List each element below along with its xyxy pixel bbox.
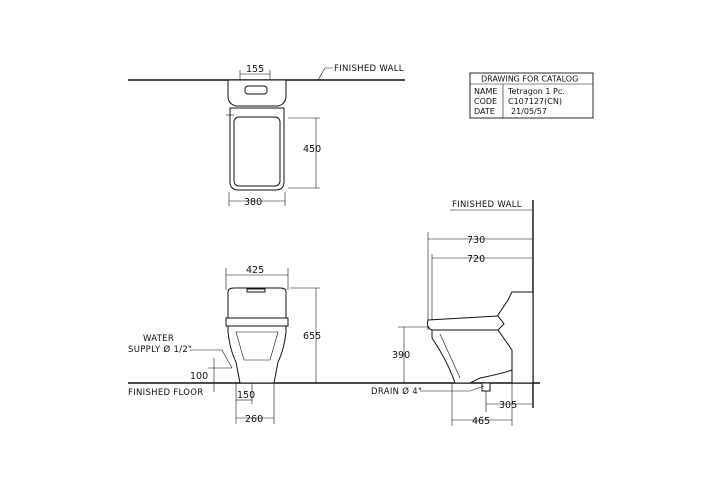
seat-top-outline [233, 116, 281, 187]
water-supply-label-2: SUPPLY Ø 1/2" [128, 344, 192, 355]
title-value-date: 21/05/57 [511, 107, 547, 116]
title-value-name: Tetragon 1 Pc. [507, 87, 565, 96]
dim-720: 720 [467, 254, 485, 265]
dim-155: 155 [246, 64, 264, 75]
dim-655: 655 [303, 331, 321, 342]
leader-finished-wall-top [317, 67, 333, 81]
side-view: FINISHED WALL 730 720 DRAIN Ø 4" 390 305… [371, 200, 534, 427]
dim-465: 465 [472, 416, 490, 427]
finished-wall-label-side: FINISHED WALL [452, 200, 522, 210]
drain-pipe [481, 382, 491, 392]
seat-lid-side [427, 315, 505, 331]
finished-floor-label: FINISHED FLOOR [128, 388, 203, 398]
leader-water-supply [190, 349, 233, 369]
drain-label: DRAIN Ø 4" [371, 386, 422, 397]
leader-drain [420, 385, 485, 392]
water-supply-label-1: WATER [143, 334, 174, 344]
title-block-heading: DRAWING FOR CATALOG [481, 75, 578, 84]
tank-front [227, 287, 287, 319]
title-value-code: C107127(CN) [508, 97, 562, 106]
finished-wall-label-top: FINISHED WALL [334, 64, 404, 74]
title-key-date: DATE [474, 107, 495, 116]
title-key-code: CODE [474, 97, 497, 106]
dim-380: 380 [244, 197, 262, 208]
flush-button-front [246, 288, 266, 293]
top-view: FINISHED WALL 155 450 380 [128, 64, 405, 208]
dim-305: 305 [499, 400, 517, 411]
front-view: FINISHED FLOOR 425 655 WATER SUPPLY Ø 1/… [128, 265, 540, 425]
dim-150: 150 [237, 390, 255, 401]
bowl-side [431, 329, 513, 384]
dim-390: 390 [392, 350, 410, 361]
title-key-name: NAME [474, 87, 497, 96]
title-block: DRAWING FOR CATALOG NAME Tetragon 1 Pc. … [469, 72, 594, 119]
dim-730: 730 [467, 235, 485, 246]
dim-260: 260 [245, 414, 263, 425]
flush-button-top [244, 85, 268, 95]
seat-front [225, 317, 289, 327]
dim-100: 100 [190, 371, 208, 382]
dim-425: 425 [246, 265, 264, 276]
dim-450: 450 [303, 144, 321, 155]
